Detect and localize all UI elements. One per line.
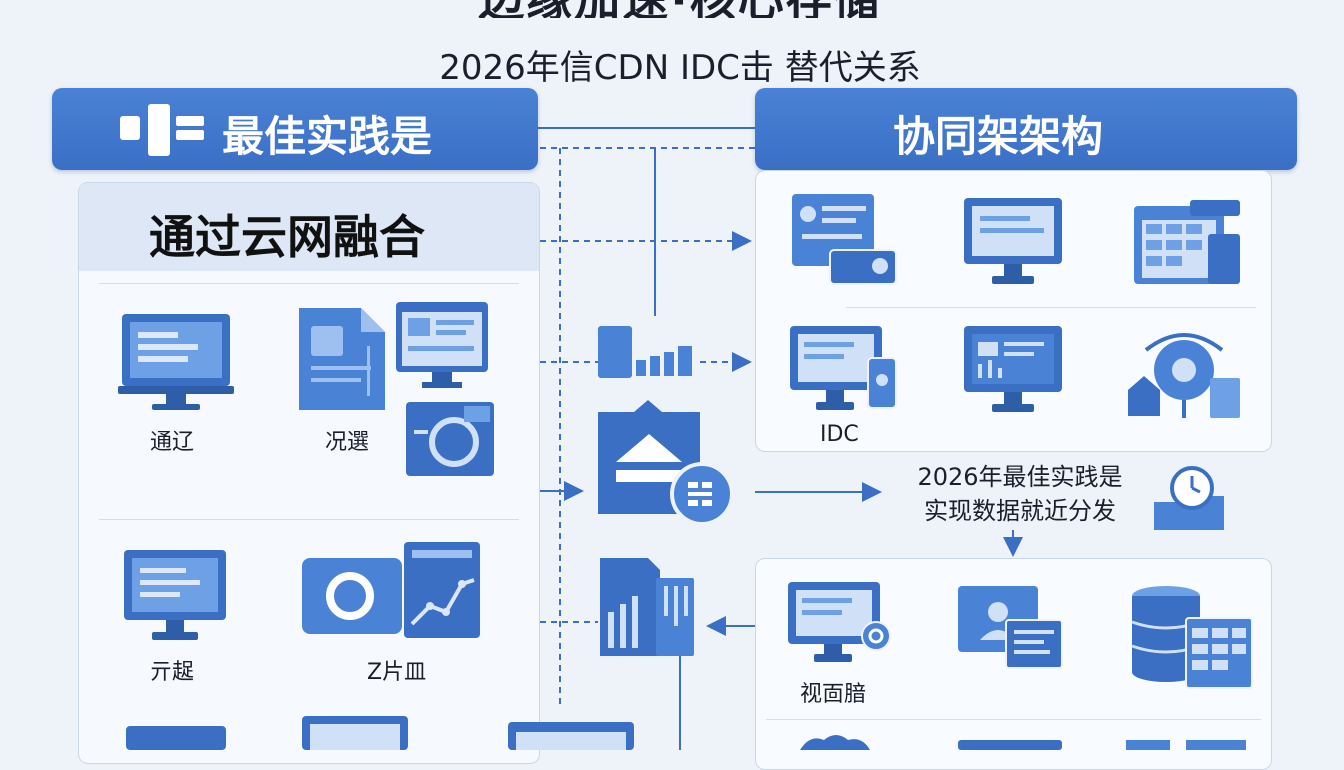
left-subheader: 通过云网融合 (79, 183, 539, 271)
desktop-monitor-icon (118, 312, 234, 412)
document-page-icon (297, 306, 387, 412)
page-subtitle: 2026年信CDN IDC击 替代关系 (439, 48, 921, 88)
browser-window-icon (394, 300, 490, 390)
server-bars-icon (598, 322, 700, 380)
network-house-icon (1126, 320, 1244, 422)
desktop-monitor-icon (962, 196, 1064, 286)
data-chart-icon (598, 556, 696, 658)
divider (846, 307, 1256, 308)
left-subheader-label: 通过云网融合 (149, 210, 425, 264)
note-text: 2026年最佳实践是 实现数据就近分发 (880, 460, 1160, 528)
right-header-label: 协同架架构 (893, 112, 1104, 161)
row2-label-a: 亓趗 (150, 660, 195, 685)
stopwatch-folder-icon (1150, 462, 1232, 534)
monitor-search-icon (786, 580, 896, 664)
spreadsheet-icon (1132, 198, 1242, 286)
divider (99, 519, 519, 520)
dashboard-monitor-icon (962, 324, 1064, 414)
devices-icon (790, 192, 898, 286)
analytics-chart-icon (402, 540, 482, 640)
note-line-2: 实现数据就近分发 (924, 497, 1116, 525)
browser-window-icon (302, 716, 408, 750)
row1-label-b: 况選 (325, 430, 370, 455)
divider (99, 283, 519, 284)
note-line-1: 2026年最佳实践是 (917, 463, 1123, 491)
browser-window-icon (508, 722, 634, 750)
user-profile-icon (956, 584, 1066, 670)
cloud-icon (800, 734, 870, 750)
desktop-monitor-icon (958, 740, 1062, 750)
monitor-phone-icon (788, 324, 898, 414)
right-header: 协同架架构 (755, 88, 1297, 170)
left-header-label: 最佳实践是 (222, 112, 433, 161)
desktop-monitor-icon (122, 548, 228, 644)
server-icon (1126, 740, 1246, 750)
upload-hub-icon (594, 398, 736, 530)
left-header: 最佳实践是 (52, 88, 538, 170)
server-rack-icon (118, 102, 210, 158)
row1-label-a: 通辽 (150, 430, 195, 455)
row2-label-b: Z片皿 (367, 660, 427, 685)
idc-label: IDC (820, 422, 859, 447)
bottom-right-label: 视靣腤 (800, 682, 867, 707)
desktop-monitor-icon (126, 726, 226, 750)
database-icon (1130, 584, 1254, 690)
camera-lens-icon (300, 556, 404, 636)
cdn-node-icon (404, 400, 496, 478)
divider (766, 719, 1261, 720)
page-title: 边缘加速·核心存储 (330, 0, 1030, 18)
